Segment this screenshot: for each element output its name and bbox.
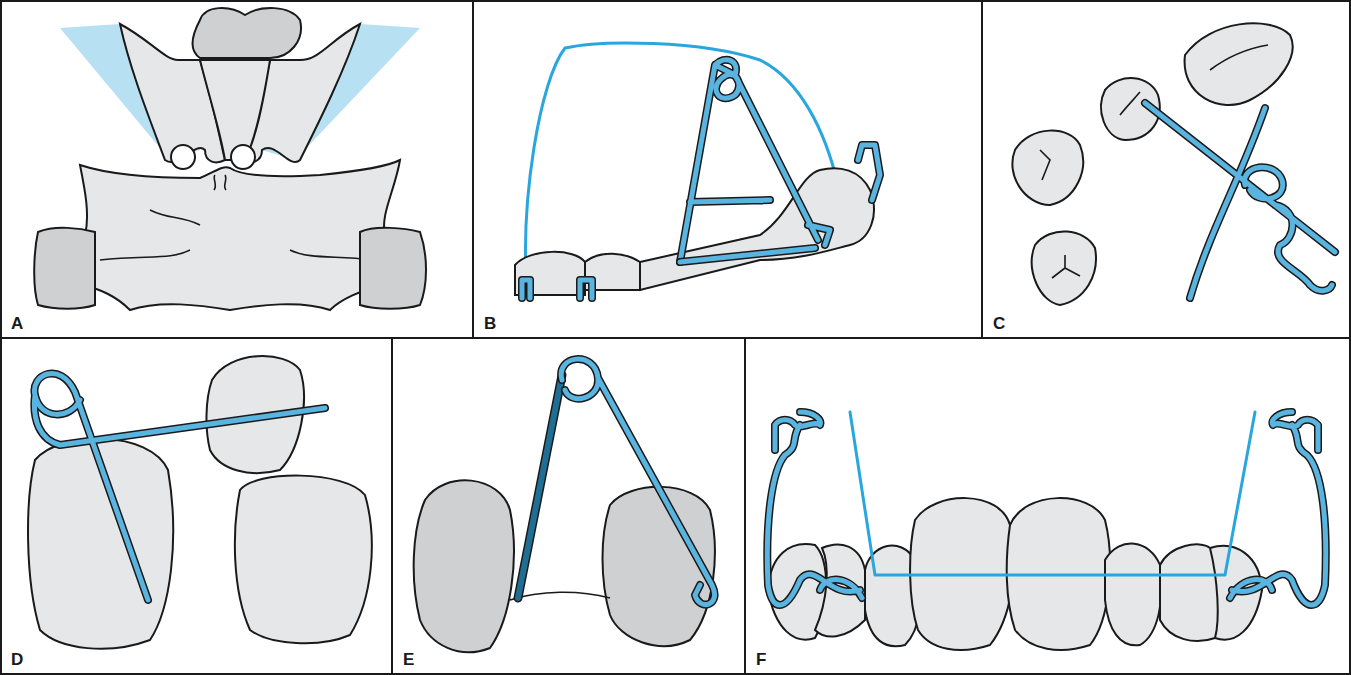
panel-letter: F (756, 651, 766, 668)
panel-letter: C (993, 315, 1005, 332)
occlusal-spring-view (1012, 23, 1335, 305)
appliance-side-view (515, 43, 880, 298)
labial-bow-view (767, 412, 1325, 650)
panel-letter: E (403, 651, 414, 668)
panel-letter: B (484, 315, 496, 332)
frenum-illustration (34, 8, 426, 310)
coil-spring-view (414, 359, 715, 652)
panel-letter: D (11, 651, 23, 668)
panel-letter: A (11, 315, 23, 332)
finger-spring-view (28, 356, 372, 649)
